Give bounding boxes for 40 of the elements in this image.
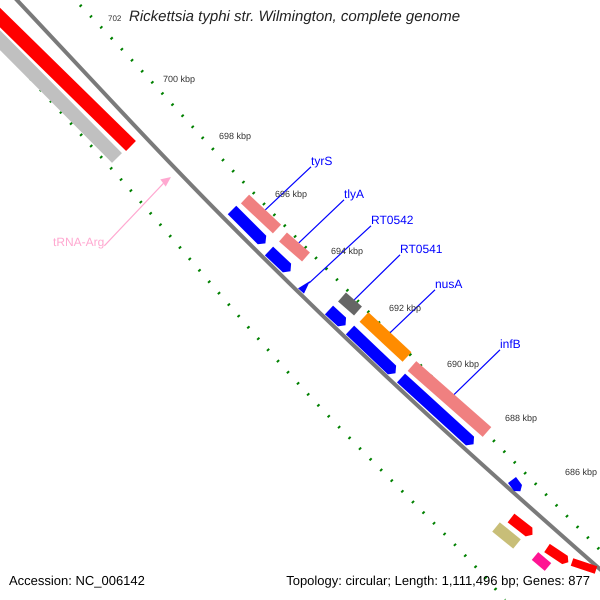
leader-line bbox=[354, 254, 400, 300]
gene-feature bbox=[360, 312, 412, 362]
gene-label: tRNA-Arg bbox=[53, 236, 104, 250]
gene-feature bbox=[160, 177, 171, 187]
gene-feature bbox=[338, 292, 362, 316]
title: Rickettsia typhi str. Wilmington, complete genome bbox=[129, 8, 460, 26]
leader-line bbox=[104, 183, 164, 246]
gene-feature bbox=[492, 522, 521, 549]
gene-feature bbox=[570, 558, 598, 574]
gene-feature bbox=[324, 306, 346, 326]
gene-feature bbox=[408, 361, 492, 437]
footer-text: Accession: NC_006142 bbox=[9, 574, 145, 589]
leader-line bbox=[308, 225, 372, 284]
gene-feature bbox=[544, 544, 568, 564]
leader-line bbox=[390, 289, 436, 333]
gene-feature bbox=[508, 477, 522, 492]
tick-label: 702 bbox=[108, 14, 122, 24]
gene-label: nusA bbox=[435, 278, 462, 292]
gene-label: tyrS bbox=[311, 155, 332, 169]
gene-label: tlyA bbox=[344, 188, 364, 202]
leader-line bbox=[454, 349, 500, 395]
gene-label: RT0541 bbox=[400, 243, 442, 257]
tick-label: 688 kbp bbox=[505, 413, 538, 424]
leader-line bbox=[298, 199, 344, 244]
leader-line bbox=[264, 166, 312, 210]
gene-feature bbox=[298, 281, 310, 294]
gene-feature bbox=[264, 246, 292, 272]
gene-feature bbox=[279, 232, 310, 262]
tick-label: 686 kbp bbox=[565, 467, 598, 478]
tick-label: 698 kbp bbox=[219, 131, 252, 142]
gene-feature bbox=[532, 552, 552, 571]
footer-text: Topology: circular; Length: 1,111,496 bp; Genes: 877 bbox=[286, 574, 590, 589]
gene-feature bbox=[508, 514, 532, 536]
tick-label: 690 kbp bbox=[447, 359, 480, 370]
gene-feature bbox=[346, 326, 396, 374]
gene-feature bbox=[228, 206, 266, 244]
gene-label: infB bbox=[500, 338, 521, 352]
tick-label: 700 kbp bbox=[163, 74, 196, 84]
gene-label: RT0542 bbox=[371, 214, 414, 228]
gene-feature bbox=[396, 374, 474, 446]
